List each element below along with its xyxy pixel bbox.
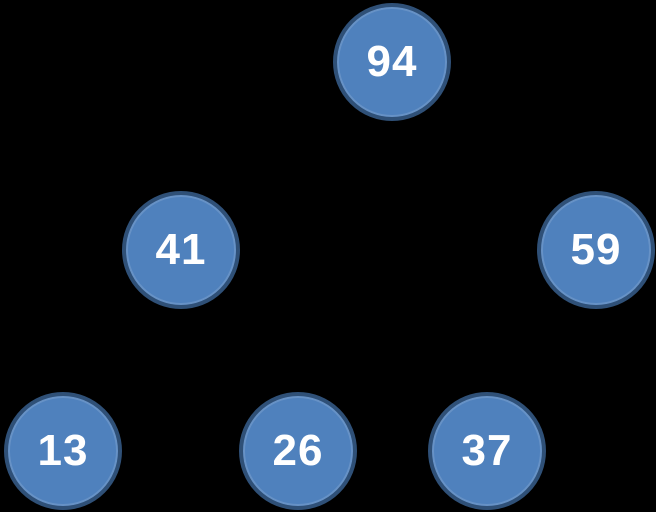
tree-node-13: 13 — [4, 392, 122, 510]
tree-node-37: 37 — [428, 392, 546, 510]
tree-node-59: 59 — [537, 191, 655, 309]
tree-node-26: 26 — [239, 392, 357, 510]
tree-node-41: 41 — [122, 191, 240, 309]
tree-node-94: 94 — [333, 3, 451, 121]
node-label: 37 — [461, 426, 513, 475]
node-label: 94 — [366, 37, 418, 86]
node-label: 13 — [37, 426, 89, 475]
node-label: 26 — [272, 426, 324, 475]
node-label: 59 — [570, 225, 622, 274]
node-label: 41 — [155, 225, 207, 274]
